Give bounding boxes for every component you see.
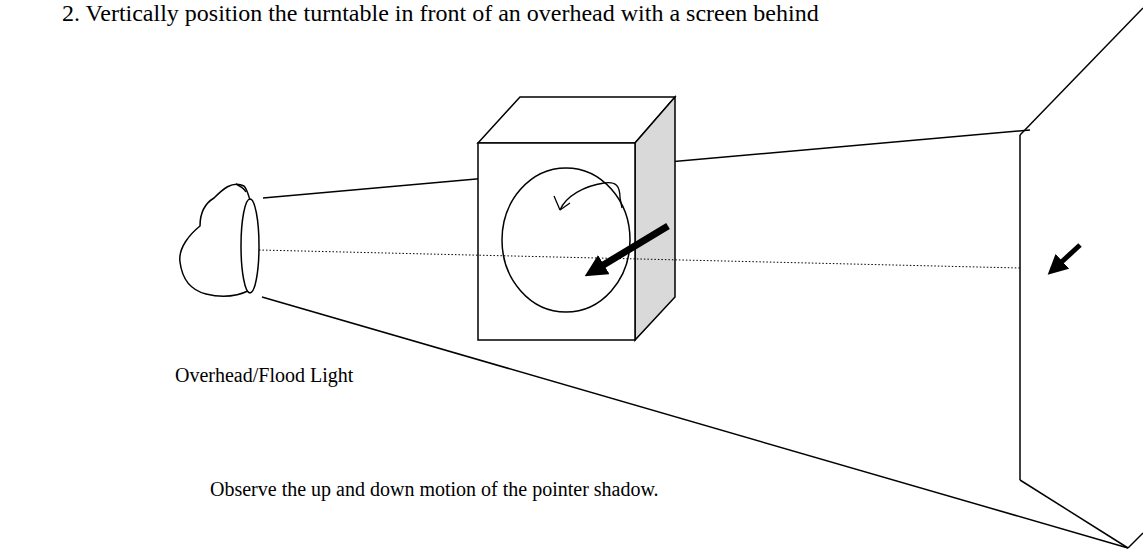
step-instruction: 2. Vertically position the turntable in … xyxy=(62,0,819,28)
pointer-arrow xyxy=(600,226,668,267)
axis-line xyxy=(259,250,1020,268)
pointer-shadow xyxy=(1055,245,1080,268)
turntable-disc xyxy=(502,168,630,312)
flood-light xyxy=(180,184,259,296)
observation-note: Observe the up and down motion of the po… xyxy=(210,478,659,501)
light-label: Overhead/Flood Light xyxy=(175,364,353,387)
turntable-box xyxy=(478,97,675,340)
projection-screen xyxy=(1020,8,1143,548)
beam-edge xyxy=(262,297,1128,548)
rotation-arrow xyxy=(554,183,622,210)
